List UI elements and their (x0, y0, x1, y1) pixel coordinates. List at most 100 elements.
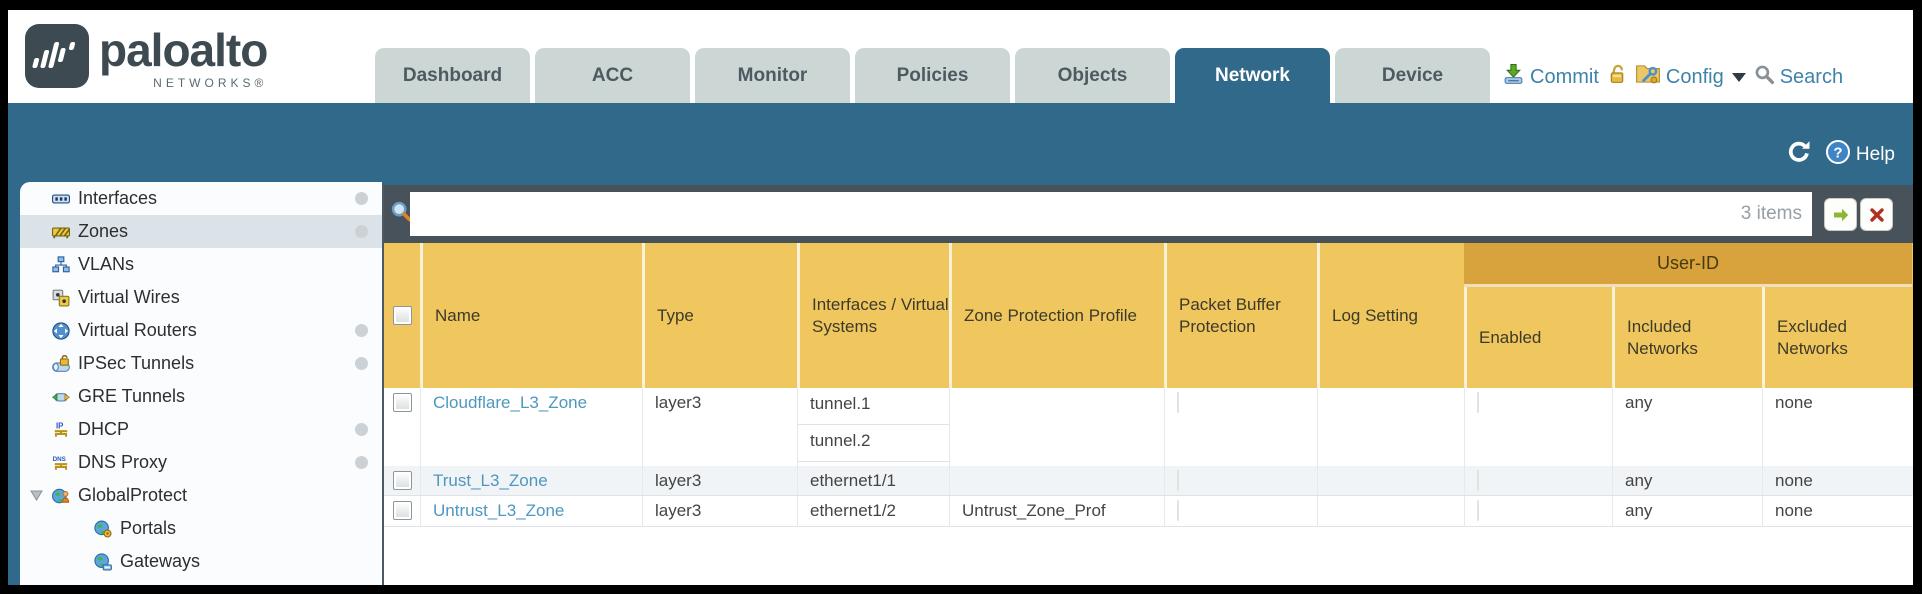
sidebar-item-label: Gateways (120, 551, 201, 571)
paloalto-logo: paloalto NETWORKS® (25, 20, 268, 90)
sidebar-item-ipsec-tunnels[interactable]: IPSec Tunnels (20, 347, 382, 380)
packet-buffer-cell (1164, 496, 1317, 527)
zone-name-link[interactable]: Cloudflare_L3_Zone (433, 393, 588, 412)
sidebar-item-vlans[interactable]: VLANs (20, 248, 382, 281)
sidebar-item-gre-tunnels[interactable]: GRE Tunnels (20, 380, 382, 413)
filter-bar: 3 items (384, 185, 1913, 243)
sidebar-item-label: Virtual Routers (78, 320, 197, 340)
chevron-down-icon (1731, 72, 1746, 82)
user-id-enabled-checkbox[interactable] (1477, 470, 1479, 491)
tab-objects[interactable]: Objects (1015, 48, 1170, 103)
sidebar-item-zones[interactable]: Zones (20, 215, 382, 248)
column-header-interfaces[interactable]: Interfaces / Virtual Systems (797, 243, 949, 388)
user-id-enabled-checkbox[interactable] (1477, 500, 1479, 521)
excluded-networks-cell: none (1762, 388, 1912, 466)
tab-monitor[interactable]: Monitor (695, 48, 850, 103)
search-button[interactable]: Search (1754, 64, 1843, 91)
expander-icon[interactable] (30, 485, 50, 506)
column-header-type[interactable]: Type (642, 243, 797, 388)
config-label: Config (1665, 65, 1724, 88)
brand-subtitle: NETWORKS® (153, 76, 268, 90)
clear-filter-button[interactable] (1860, 198, 1893, 231)
sidebar-item-label: Virtual Wires (78, 287, 180, 307)
config-icon (1635, 63, 1661, 91)
tab-policies[interactable]: Policies (855, 48, 1010, 103)
log-setting-cell (1317, 496, 1464, 527)
sidebar-item-label: Zones (78, 221, 129, 241)
packet-buffer-checkbox[interactable] (1177, 500, 1179, 521)
help-label: Help (1855, 144, 1895, 165)
log-setting-cell (1317, 466, 1464, 496)
row-select-cell (384, 466, 420, 496)
zone-interfaces-cell: ethernet1/2 (797, 496, 949, 527)
sidebar-item-dns-proxy[interactable]: DNS DNS Proxy (20, 446, 382, 479)
excluded-networks-cell: none (1762, 496, 1912, 527)
column-header-enabled[interactable]: Enabled (1464, 287, 1612, 388)
sidebar-item-virtual-wires[interactable]: Virtual Wires (20, 281, 382, 314)
table-row: Cloudflare_L3_Zone layer3 tunnel.1 tunne… (384, 388, 1913, 466)
search-icon (1754, 64, 1775, 91)
commit-button[interactable]: Commit (1502, 63, 1599, 92)
column-header-name[interactable]: Name (420, 243, 642, 388)
included-networks-cell: any (1612, 496, 1762, 527)
sidebar-item-virtual-routers[interactable]: Virtual Routers (20, 314, 382, 347)
column-header-zone-protection-profile[interactable]: Zone Protection Profile (949, 243, 1164, 388)
globalprotect-icon (52, 487, 70, 505)
select-all-checkbox[interactable] (392, 306, 412, 325)
sidebar-item-interfaces[interactable]: Interfaces (20, 182, 382, 215)
zone-name-cell: Cloudflare_L3_Zone (420, 388, 642, 466)
packet-buffer-checkbox[interactable] (1177, 470, 1179, 491)
sidebar-item-gateways[interactable]: Gateways (20, 545, 382, 578)
sidebar-item-dhcp[interactable]: IP DHCP (20, 413, 382, 446)
zone-name-link[interactable]: Untrust_L3_Zone (433, 501, 565, 520)
column-header-log-setting[interactable]: Log Setting (1317, 243, 1464, 388)
row-select-cell (384, 496, 420, 527)
tab-device[interactable]: Device (1335, 48, 1490, 103)
excluded-networks-cell: none (1762, 466, 1912, 496)
column-header-included-networks[interactable]: Included Networks (1612, 287, 1762, 388)
network-sidebar: Interfaces Zones VLANs Virtual Wires Vir… (20, 182, 382, 585)
header-actions: Commit Config (1502, 56, 1843, 98)
config-menu-button[interactable]: Config (1635, 63, 1746, 91)
lock-icon[interactable] (1607, 63, 1627, 92)
filter-input[interactable] (410, 192, 1812, 236)
zone-name-cell: Trust_L3_Zone (420, 466, 642, 496)
ipsec-tunnels-icon (52, 354, 70, 373)
row-checkbox[interactable] (392, 501, 412, 520)
sidebar-item-globalprotect[interactable]: GlobalProtect (20, 479, 382, 512)
interfaces-icon (52, 190, 70, 208)
zones-icon (52, 223, 70, 241)
tab-network[interactable]: Network (1175, 48, 1330, 103)
dns-proxy-icon: DNS (52, 454, 70, 472)
zone-protection-cell (949, 388, 1164, 466)
packet-buffer-checkbox[interactable] (1177, 392, 1179, 413)
user-id-enabled-checkbox[interactable] (1477, 392, 1479, 413)
apply-filter-button[interactable] (1824, 198, 1857, 231)
paloalto-logo-icon (25, 24, 89, 88)
row-checkbox[interactable] (392, 393, 412, 412)
svg-text:?: ? (1833, 145, 1842, 162)
zone-name-link[interactable]: Trust_L3_Zone (433, 471, 548, 490)
packet-buffer-cell (1164, 466, 1317, 496)
dhcp-icon: IP (52, 421, 70, 439)
status-dot (355, 423, 368, 436)
sidebar-item-label: IPSec Tunnels (78, 353, 195, 373)
help-button[interactable]: ? Help (1825, 139, 1895, 171)
sidebar-item-label: GRE Tunnels (78, 386, 186, 406)
svg-text:DNS: DNS (53, 455, 66, 462)
sidebar-item-label: Portals (120, 518, 177, 538)
row-checkbox[interactable] (392, 471, 412, 490)
tab-acc[interactable]: ACC (535, 48, 690, 103)
status-dot (355, 456, 368, 469)
tab-dashboard[interactable]: Dashboard (375, 48, 530, 103)
column-header-packet-buffer-protection[interactable]: Packet Buffer Protection (1164, 243, 1317, 388)
sidebar-item-portals[interactable]: Portals (20, 512, 382, 545)
main-nav-tabs: Dashboard ACC Monitor Policies Objects N… (375, 48, 1490, 103)
refresh-icon[interactable] (1785, 138, 1813, 172)
column-header-excluded-networks[interactable]: Excluded Networks (1762, 287, 1912, 388)
included-networks-cell: any (1612, 466, 1762, 496)
portals-icon (94, 520, 112, 538)
svg-text:IP: IP (56, 421, 63, 430)
zone-protection-cell: Untrust_Zone_Prof (949, 496, 1164, 527)
